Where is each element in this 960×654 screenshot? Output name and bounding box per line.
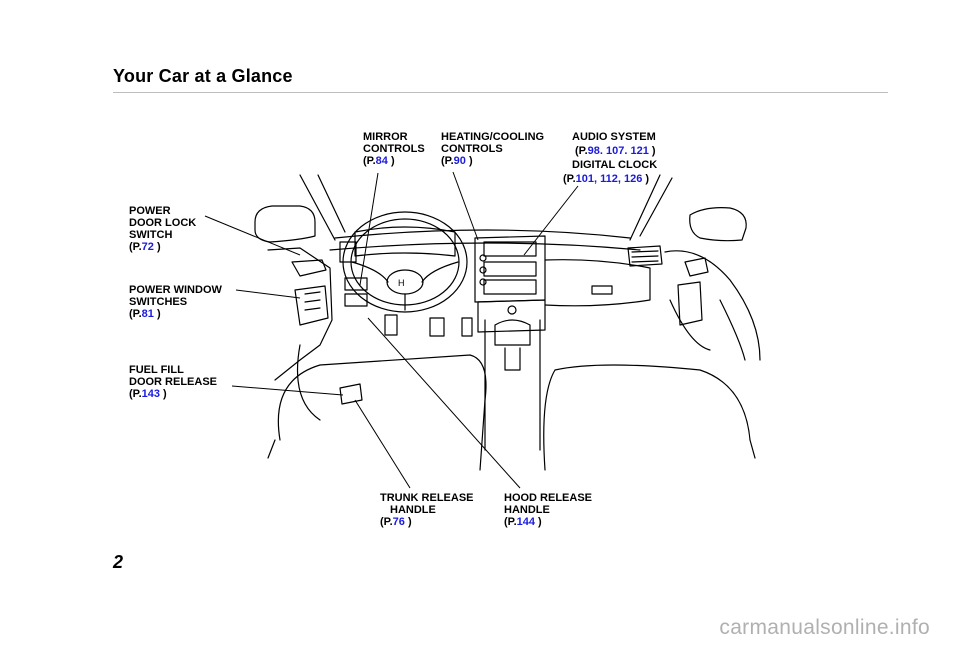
svg-text:H: H (398, 278, 405, 288)
label-audio-system: AUDIO SYSTEM (P.98. 107. 121 ) DIGITAL C… (572, 131, 658, 171)
label-heating-cooling-controls: HEATING/COOLING CONTROLS (P.90 ) (441, 131, 545, 167)
page-ref-link[interactable]: 81 (141, 308, 154, 320)
page-number: 2 (113, 552, 124, 572)
header-rule (113, 92, 888, 93)
page-ref-link[interactable]: 90 (453, 155, 466, 167)
page-ref-link[interactable]: 121 (630, 145, 649, 157)
label-digital-clock: DIGITAL CLOCK (572, 159, 658, 171)
page-title: Your Car at a Glance (113, 66, 293, 86)
page-ref-link[interactable]: 98. (587, 145, 603, 157)
label-power-window-switches: POWER WINDOW SWITCHES (P.81 ) (129, 284, 222, 320)
page-ref-link[interactable]: 144 (516, 516, 535, 528)
page-ref-link[interactable]: 107. (606, 145, 628, 157)
page-ref-link[interactable]: 84 (375, 155, 388, 167)
page-ref-link[interactable]: 126 (624, 173, 643, 185)
label-mirror-controls: MIRROR CONTROLS (P.84 ) (363, 131, 425, 167)
page-ref-link[interactable]: 143 (141, 388, 160, 400)
label-power-door-lock-switch: POWER DOOR LOCK SWITCH (P.72 ) (129, 205, 197, 253)
label-fuel-fill-door-release: FUEL FILL DOOR RELEASE (P.143 ) (129, 364, 218, 400)
label-hood-release-handle: HOOD RELEASE HANDLE (P.144 ) (504, 492, 593, 528)
page-ref-link[interactable]: 101, (575, 173, 598, 185)
page-ref-link[interactable]: 72 (141, 241, 154, 253)
label-trunk-release-handle: TRUNK RELEASE HANDLE (P.76 ) (380, 492, 474, 528)
label-digital-clock-refs: (P.101, 112, 126 ) (563, 173, 650, 185)
page-ref-link[interactable]: 76 (392, 516, 405, 528)
page-ref-link[interactable]: 112, (600, 173, 621, 185)
watermark: carmanualsonline.info (719, 616, 930, 639)
